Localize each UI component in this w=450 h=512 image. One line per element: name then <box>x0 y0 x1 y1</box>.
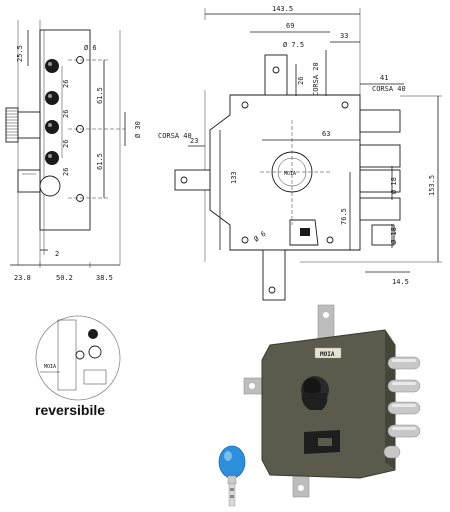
dim-span-lower: 61.5 <box>96 153 104 170</box>
dim-corsa-top: CORSA 20 <box>312 62 320 96</box>
dim-top-offset: 25.5 <box>16 45 24 62</box>
dim-height-133: 133 <box>230 171 238 184</box>
dim-bolt-dia: Ø 30 <box>134 121 142 138</box>
dim-hole-top: Ø 7.5 <box>283 41 304 49</box>
bolt-hole-2 <box>45 91 59 105</box>
front-view-drawing <box>5 20 126 268</box>
dim-offset: 2 <box>55 250 59 258</box>
top-tab <box>264 54 288 96</box>
dim-bottom-left: 23.8 <box>14 274 31 282</box>
bottom-tab <box>262 249 286 301</box>
dim-bolt-dia-right: Ø 18 <box>390 177 398 194</box>
dim-pitch-1: 26 <box>62 80 70 88</box>
left-tab <box>174 169 211 191</box>
dim-hole-dia: Ø 6 <box>84 44 97 52</box>
latch-circle <box>39 175 61 197</box>
dim-bottom-right: 38.5 <box>96 274 113 282</box>
bolt-hole-3 <box>45 120 59 134</box>
reversible-inset: MOIA <box>35 315 121 401</box>
dim-height-26: 26 <box>297 77 305 85</box>
dim-corsa-right: CORSA 40 <box>372 85 406 93</box>
dim-pitch-2: 26 <box>62 110 70 118</box>
dim-bolt-dia-lower: Ø 18 <box>390 227 398 244</box>
dim-left-23: 23 <box>190 137 198 145</box>
dim-width-63: 63 <box>322 130 330 138</box>
side-view-drawing <box>174 8 442 301</box>
bolt-hole-4 <box>45 151 59 165</box>
dim-height-76-5: 76.5 <box>340 208 348 225</box>
dim-corsa-left: CORSA 40 <box>158 132 192 140</box>
key-icon <box>218 445 246 507</box>
photo-logo: MOIA <box>320 351 335 358</box>
dim-pitch-4: 26 <box>62 168 70 176</box>
bolt-hole-1 <box>45 59 59 73</box>
inset-logo: MOIA <box>44 364 56 370</box>
dim-width-33: 33 <box>340 32 348 40</box>
dim-bottom-mid: 50.2 <box>56 274 73 282</box>
side-brand-logo: MOIA <box>284 171 296 177</box>
dim-pitch-3: 26 <box>62 140 70 148</box>
lock-photo: MOIA <box>218 304 421 507</box>
cylinder-knob <box>5 107 19 143</box>
dim-width-41: 41 <box>380 74 388 82</box>
latch-block <box>17 169 41 193</box>
photo-lock-body <box>261 329 396 479</box>
dim-span-upper: 61.5 <box>96 87 104 104</box>
reversible-label: reversibile <box>35 402 105 418</box>
dim-total-width: 143.5 <box>272 5 293 13</box>
side-bolts <box>359 109 401 246</box>
dim-total-height: 153.5 <box>428 175 436 196</box>
dim-width-14-5: 14.5 <box>392 278 409 286</box>
dim-width-69: 69 <box>286 22 294 30</box>
